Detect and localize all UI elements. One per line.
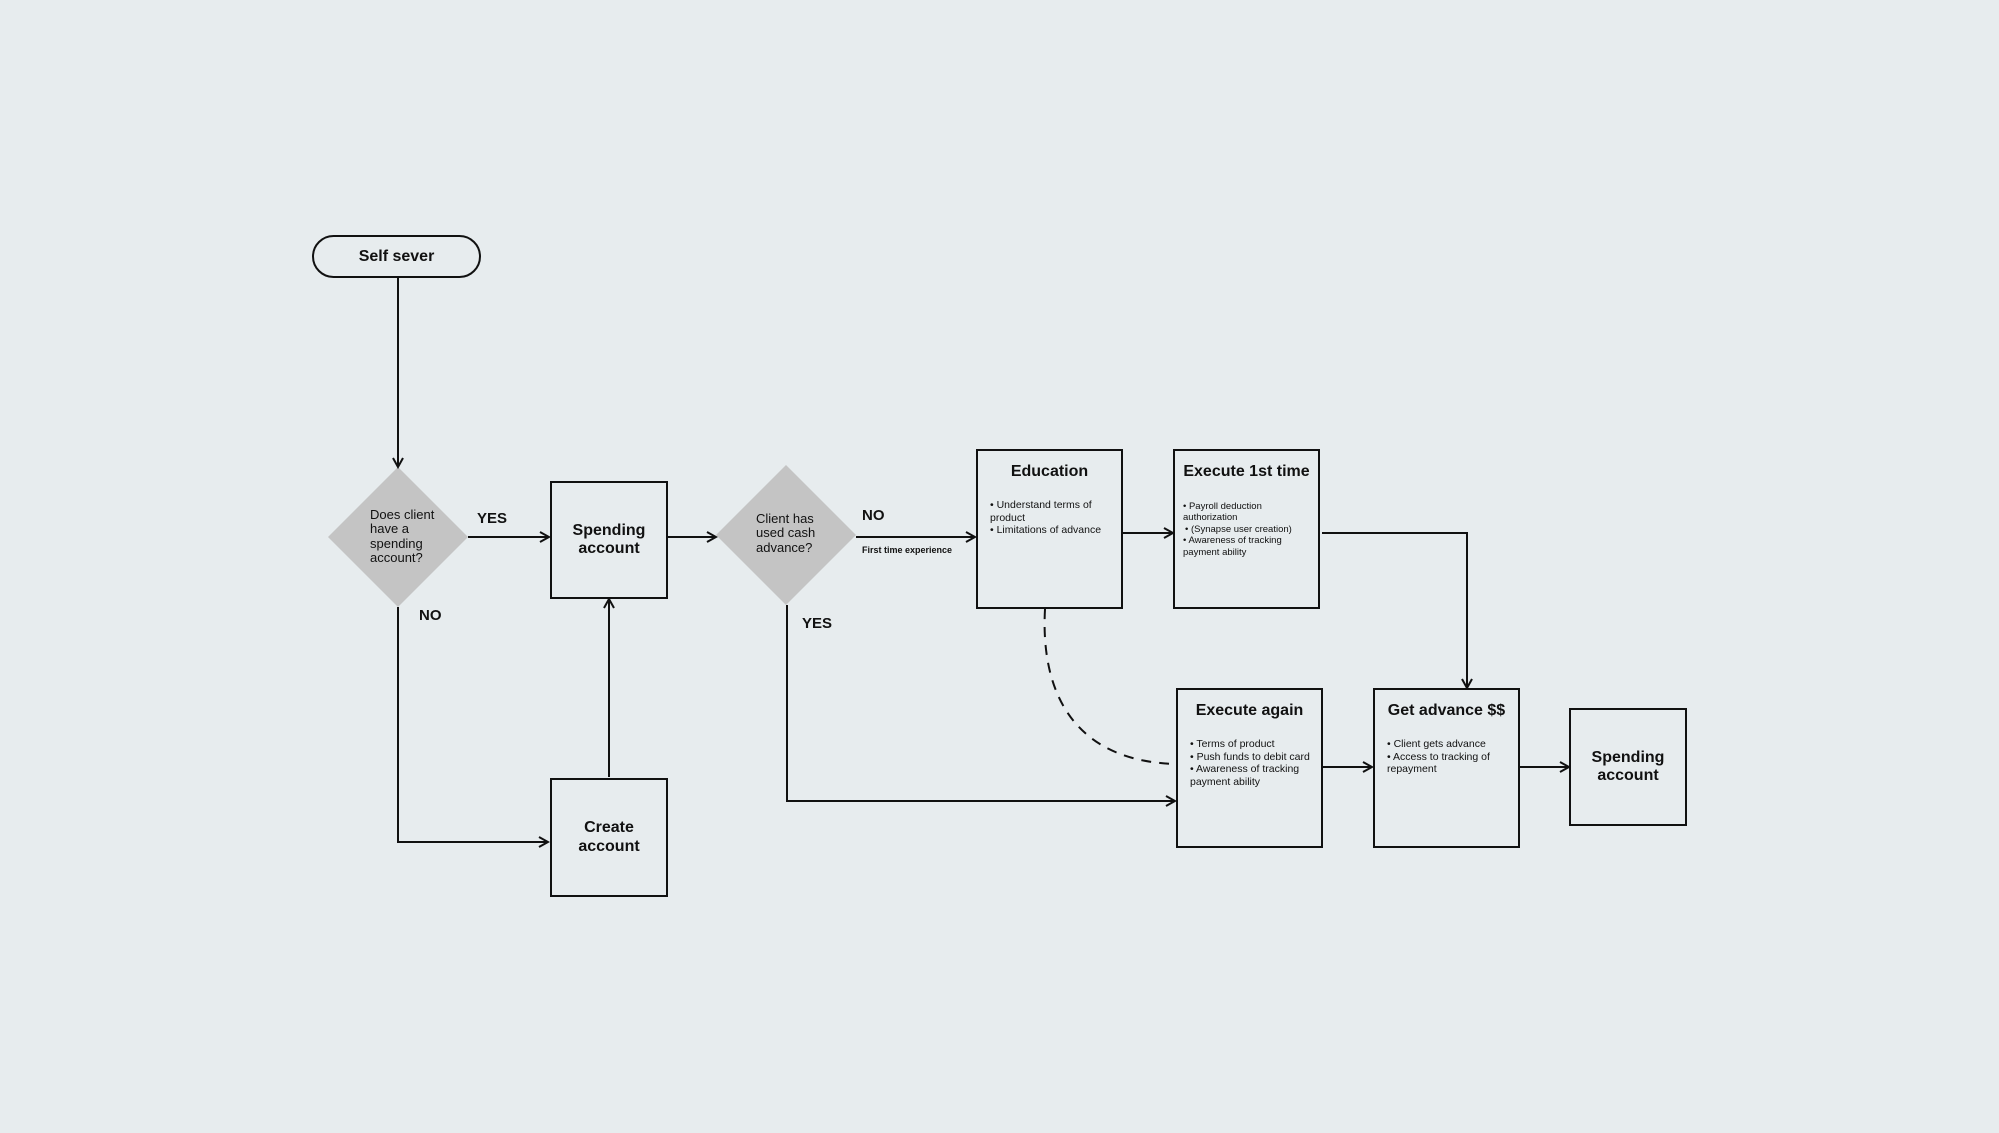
edge-label-yes: YES <box>802 615 833 632</box>
spending-account-label: Spending account <box>572 521 646 557</box>
education-bullet: Understand terms of product <box>990 499 1113 524</box>
execute-again-bullet: Awareness of tracking payment ability <box>1190 763 1313 788</box>
execute-first-bullet: Payroll deduction authorization <box>1183 501 1310 524</box>
decision-cash-advance-label: Client has used cash advance? <box>756 511 816 555</box>
execute-again-bullet: Terms of product <box>1190 738 1313 751</box>
execute-again-title: Execute again <box>1195 702 1304 719</box>
edge-execute1-to-advance <box>1322 532 1467 688</box>
get-advance-bullet: Access to tracking of repayment <box>1387 751 1510 776</box>
execute-first-title: Execute 1st time <box>1183 463 1310 480</box>
execute-first-box: Execute 1st time Payroll deduction autho… <box>1173 449 1320 609</box>
edge-label-yes: YES <box>477 510 508 527</box>
edge-label-first-time: First time experience <box>862 545 953 555</box>
spending-account-box: Spending account <box>550 481 668 599</box>
edge-yes-to-execute-again <box>786 605 1175 801</box>
edge-label-no: NO <box>862 507 885 524</box>
spending-account-final-label: Spending account <box>1591 748 1665 784</box>
execute-again-box: Execute again Terms of product Push fund… <box>1176 688 1323 848</box>
edge-label-no: NO <box>419 607 442 624</box>
education-bullet: Limitations of advance <box>990 524 1113 537</box>
execute-again-bullets: Terms of product Push funds to debit car… <box>1190 738 1313 788</box>
execute-first-bullets: Payroll deduction authorization (Synapse… <box>1183 501 1310 558</box>
get-advance-box: Get advance $$ Client gets advance Acces… <box>1373 688 1520 848</box>
create-account-box: Create account <box>550 778 668 897</box>
start-terminal: Self sever <box>312 235 481 278</box>
education-title: Education <box>1010 463 1089 480</box>
spending-account-final-box: Spending account <box>1569 708 1687 826</box>
get-advance-title: Get advance $$ <box>1387 702 1506 719</box>
execute-first-bullet: Awareness of tracking payment ability <box>1183 535 1310 558</box>
decision-diamond-cash-advance <box>716 465 856 605</box>
edge-no-to-create <box>397 607 548 842</box>
get-advance-bullet: Client gets advance <box>1387 738 1510 751</box>
get-advance-bullets: Client gets advance Access to tracking o… <box>1387 738 1510 776</box>
execute-again-bullet: Push funds to debit card <box>1190 751 1313 764</box>
edge-education-dashed <box>1043 608 1178 765</box>
execute-first-subline: (Synapse user creation) <box>1183 524 1310 535</box>
start-label: Self sever <box>358 247 435 265</box>
education-box: Education Understand terms of product Li… <box>976 449 1123 609</box>
decision-spending-label: Does client have a spending account? <box>370 507 435 565</box>
decision-diamond-spending <box>328 467 468 607</box>
create-account-label: Create account <box>578 819 640 855</box>
education-bullets: Understand terms of product Limitations … <box>990 499 1113 537</box>
